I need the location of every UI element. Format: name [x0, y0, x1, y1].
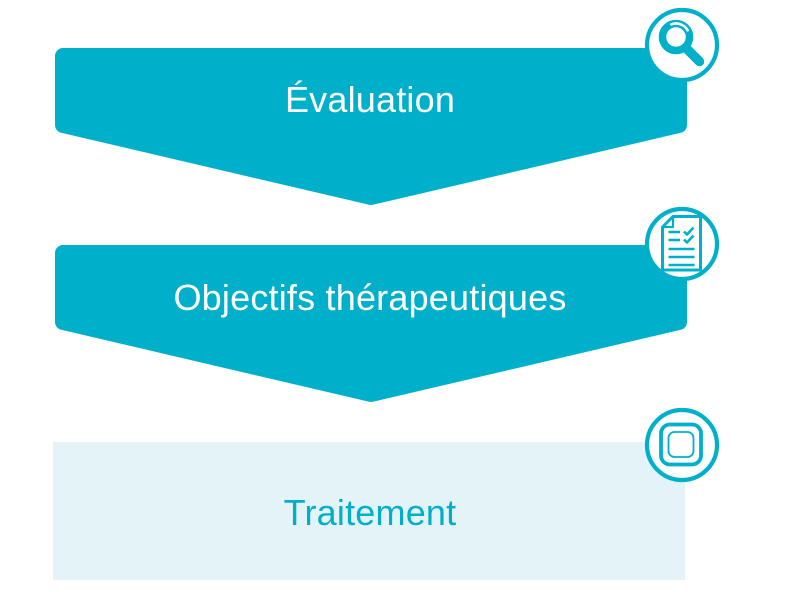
badge-circle	[644, 407, 720, 483]
tablet-button-icon	[659, 422, 703, 467]
magnifier-icon	[658, 19, 705, 67]
step-2-badge	[644, 206, 720, 282]
step-1-chevron-shape	[55, 48, 687, 205]
checklist-document-icon	[661, 215, 702, 272]
step-1-badge	[644, 7, 720, 83]
step-3-rectangle-shape	[53, 442, 685, 580]
step-3-badge	[644, 407, 720, 483]
step-2-chevron-shape	[55, 245, 687, 402]
